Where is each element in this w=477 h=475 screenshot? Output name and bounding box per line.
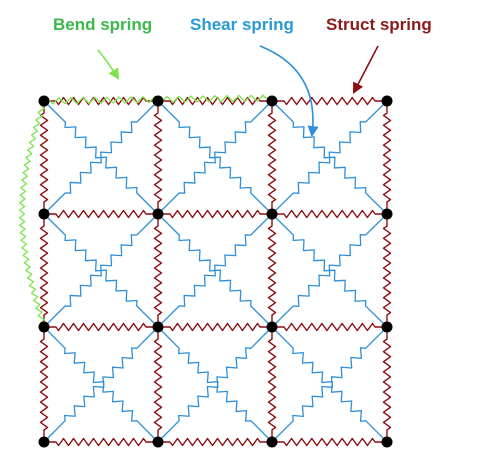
mass-node — [152, 436, 164, 448]
struct-springs — [39, 96, 392, 447]
struct-spring — [153, 327, 163, 442]
shear-spring — [271, 213, 388, 328]
mass-node — [266, 208, 278, 220]
struct-spring — [382, 327, 392, 442]
struct-spring — [272, 96, 387, 106]
struct-spring — [158, 322, 272, 332]
shear-spring-label: Shear spring — [190, 15, 294, 34]
shear-spring — [157, 326, 273, 443]
struct-spring — [39, 327, 49, 442]
struct-spring — [158, 209, 272, 219]
struct-spring — [158, 437, 272, 447]
mass-node — [381, 436, 393, 448]
struct-spring — [267, 214, 277, 327]
mass-node — [152, 208, 164, 220]
shear-spring — [157, 213, 273, 328]
mass-node — [152, 321, 164, 333]
shear-spring — [43, 213, 159, 328]
shear-spring — [271, 326, 388, 443]
mass-node — [266, 436, 278, 448]
mass-node — [38, 436, 50, 448]
struct-spring — [382, 101, 392, 214]
shear-springs — [43, 100, 388, 443]
struct-spring — [272, 437, 387, 447]
mass-node — [381, 321, 393, 333]
mass-node — [38, 95, 50, 107]
label-arrows — [97, 45, 379, 138]
bend-spring — [18, 100, 47, 328]
struct-spring — [39, 214, 49, 327]
mass-nodes — [38, 95, 393, 448]
struct-spring — [267, 327, 277, 442]
struct-spring — [44, 322, 158, 332]
mass-node — [38, 208, 50, 220]
struct-spring — [153, 214, 163, 327]
shear-spring — [271, 100, 388, 215]
shear-spring — [43, 100, 159, 215]
struct-spring — [267, 101, 277, 214]
struct-spring — [382, 214, 392, 327]
struct-spring-label: Struct spring — [326, 15, 432, 34]
bend-arrow — [97, 49, 120, 80]
mass-node — [381, 95, 393, 107]
struct-spring — [44, 437, 158, 447]
struct-spring — [153, 101, 163, 214]
struct-spring — [44, 209, 158, 219]
mass-node — [152, 95, 164, 107]
bend-spring — [18, 94, 273, 328]
bend-spring-label: Bend spring — [53, 15, 153, 34]
mass-node — [381, 208, 393, 220]
struct-spring — [272, 209, 387, 219]
shear-arrow — [259, 45, 319, 138]
mass-node — [266, 321, 278, 333]
struct-spring — [158, 96, 272, 106]
shear-spring — [43, 326, 159, 443]
mass-node — [266, 95, 278, 107]
mass-node — [38, 321, 50, 333]
struct-spring — [39, 101, 49, 214]
shear-spring — [157, 100, 273, 215]
struct-arrow — [352, 45, 379, 94]
struct-spring — [272, 322, 387, 332]
